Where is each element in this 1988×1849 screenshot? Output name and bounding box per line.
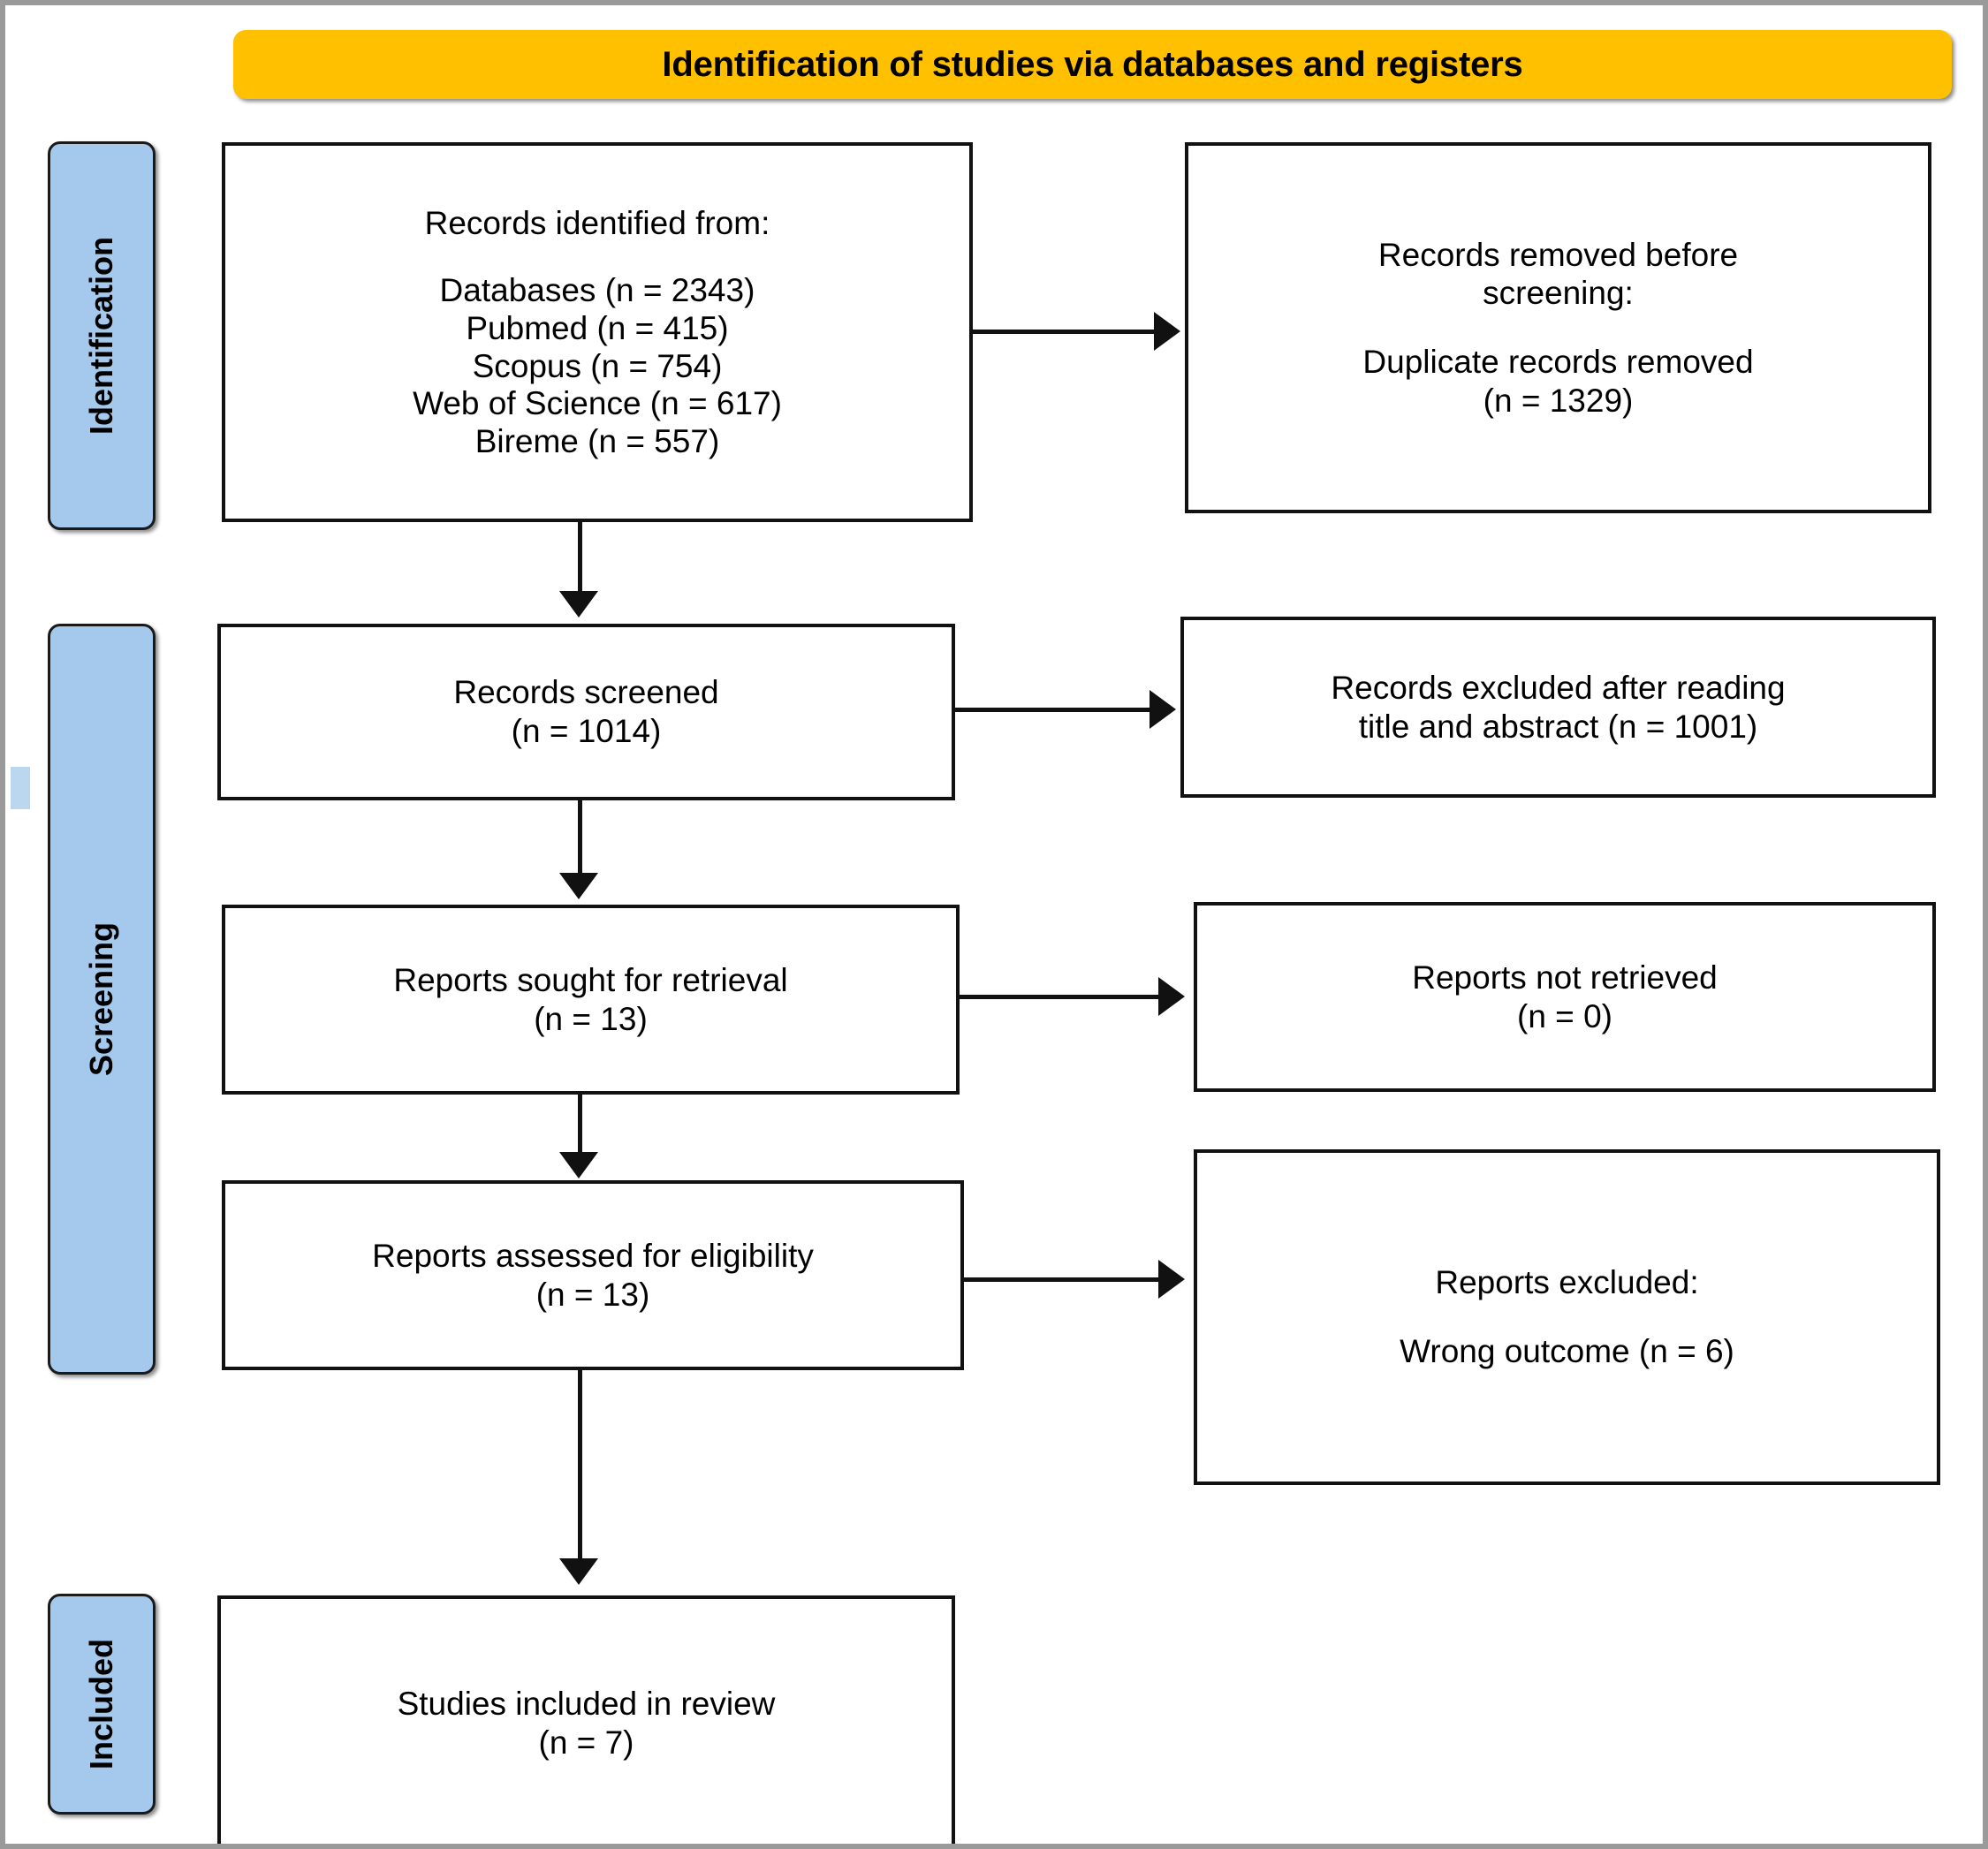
reports-excluded-detail: Wrong outcome (n = 6) [1400, 1333, 1734, 1369]
records-identified-sources: Databases (n = 2343) Pubmed (n = 415) Sc… [413, 272, 782, 459]
arrowhead-identified-to-screened [559, 591, 598, 618]
box-studies-included: Studies included in review (n = 7) [217, 1595, 955, 1844]
reports-assessed-text: Reports assessed for eligibility (n = 13… [372, 1237, 814, 1313]
connector-sought-to-assessed [578, 1095, 582, 1155]
left-edge-marker [11, 767, 30, 809]
arrowhead-sought-to-not-retrieved [1158, 977, 1185, 1016]
box-reports-excluded: Reports excluded: Wrong outcome (n = 6) [1194, 1149, 1940, 1485]
box-records-removed: Records removed before screening: Duplic… [1185, 142, 1931, 513]
reports-sought-text: Reports sought for retrieval (n = 13) [393, 961, 788, 1037]
connector-screened-to-excluded [955, 708, 1150, 712]
reports-excluded-heading: Reports excluded: [1435, 1264, 1699, 1301]
arrowhead-screened-to-excluded [1150, 690, 1176, 729]
arrowhead-identified-to-removed [1154, 312, 1180, 351]
records-screened-text: Records screened (n = 1014) [453, 674, 719, 749]
connector-identified-to-screened [578, 522, 582, 593]
arrowhead-screened-to-sought [559, 873, 598, 899]
box-reports-sought: Reports sought for retrieval (n = 13) [222, 905, 960, 1095]
connector-screened-to-sought [578, 800, 582, 875]
connector-assessed-to-excluded [964, 1277, 1158, 1282]
box-records-excluded-screening: Records excluded after reading title and… [1180, 617, 1936, 798]
records-removed-heading: Records removed before screening: [1377, 236, 1739, 312]
box-records-identified: Records identified from: Databases (n = … [222, 142, 973, 522]
reports-not-retrieved-text: Reports not retrieved (n = 0) [1412, 959, 1718, 1034]
records-identified-heading: Records identified from: [424, 204, 770, 241]
records-excluded-screening-text: Records excluded after reading title and… [1331, 669, 1786, 745]
connector-identified-to-removed [973, 330, 1154, 334]
records-removed-detail: Duplicate records removed (n = 1329) [1362, 344, 1754, 419]
arrowhead-assessed-to-included [559, 1558, 598, 1585]
connector-sought-to-not-retrieved [960, 995, 1158, 999]
stage-label-identification: Identification [48, 141, 156, 530]
connector-assessed-to-included [578, 1370, 582, 1560]
box-reports-assessed: Reports assessed for eligibility (n = 13… [222, 1180, 964, 1370]
diagram-title-banner: Identification of studies via databases … [233, 30, 1952, 99]
box-reports-not-retrieved: Reports not retrieved (n = 0) [1194, 902, 1936, 1092]
stage-screening-text: Screening [83, 921, 119, 1077]
studies-included-text: Studies included in review (n = 7) [397, 1686, 776, 1761]
diagram-title: Identification of studies via databases … [662, 44, 1523, 84]
arrowhead-sought-to-assessed [559, 1152, 598, 1178]
stage-included-text: Included [83, 1638, 120, 1770]
stage-identification-text: Identification [83, 237, 119, 435]
box-records-screened: Records screened (n = 1014) [217, 624, 955, 800]
stage-label-included: Included [48, 1594, 156, 1815]
stage-label-screening: Screening [48, 624, 156, 1375]
arrowhead-assessed-to-excluded [1158, 1260, 1185, 1299]
